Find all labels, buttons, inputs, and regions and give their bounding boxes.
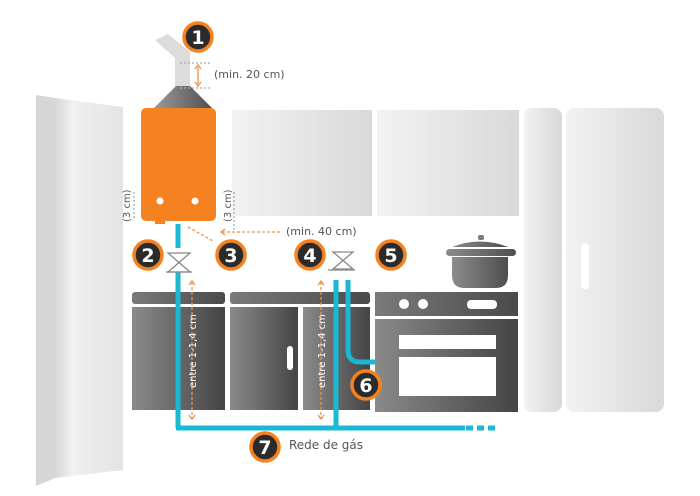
badge-4: 4: [294, 239, 326, 271]
label-between-right: entre 1-1,4 cm: [317, 314, 328, 388]
cabinet-handle: [287, 346, 293, 370]
badge-5: 5: [375, 239, 407, 271]
tall-cabinet-handle: [581, 243, 589, 289]
badge-7: 7: [249, 431, 281, 463]
tall-cabinet: [524, 108, 664, 412]
label-between-left: entre 1-1,4 cm: [188, 314, 199, 388]
badge-1: 1: [182, 21, 214, 53]
left-wall-panel: [36, 95, 123, 486]
water-heater: [141, 108, 216, 224]
gas-pipes: [175, 224, 496, 431]
svg-text:3: 3: [224, 245, 237, 267]
badge-2: 2: [132, 239, 164, 271]
label-side-left: (3 cm): [122, 189, 133, 222]
label-min-20cm: (min. 20 cm): [214, 68, 285, 81]
stove-display: [467, 300, 497, 309]
svg-text:5: 5: [384, 245, 397, 267]
badge-3: 3: [215, 239, 247, 271]
label-side-right: (3 cm): [223, 189, 234, 222]
stove: [375, 292, 518, 412]
chimney: [154, 34, 212, 108]
svg-text:2: 2: [141, 245, 154, 267]
pot: [446, 235, 516, 288]
badge-6: 6: [350, 369, 382, 401]
upper-cabinet-right: [377, 110, 519, 216]
oven-window: [399, 357, 496, 396]
svg-text:1: 1: [191, 27, 204, 49]
heater-outlet: [191, 197, 199, 205]
measure-guides: [133, 62, 325, 421]
stove-knob: [399, 299, 409, 309]
upper-cabinet-left: [232, 110, 372, 216]
svg-text:6: 6: [359, 375, 372, 397]
valve-stove: [328, 251, 355, 271]
svg-text:7: 7: [258, 437, 271, 459]
heater-outlet: [156, 197, 164, 205]
oven-window-top: [399, 335, 496, 349]
svg-text:4: 4: [303, 245, 316, 267]
label-gas-network: Rede de gás: [289, 438, 363, 452]
stove-knob: [418, 299, 428, 309]
label-min-40cm: (min. 40 cm): [286, 225, 357, 238]
valve-heater: [166, 252, 192, 273]
